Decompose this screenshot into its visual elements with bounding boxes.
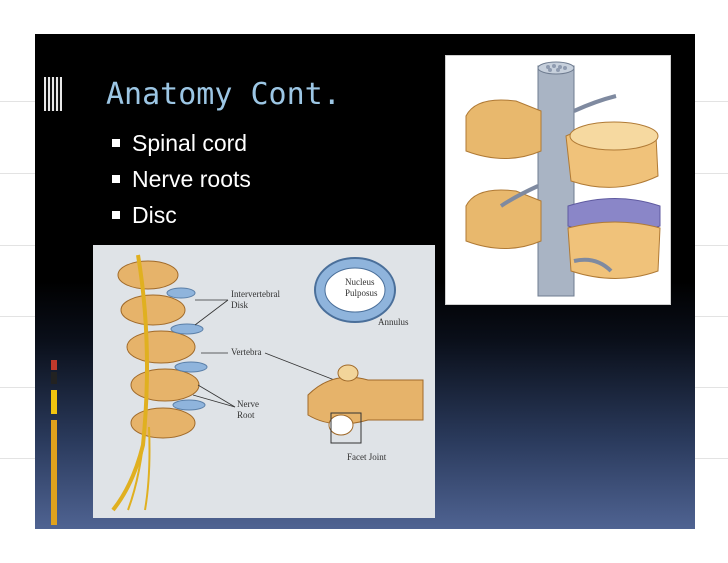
facet-joint-label: Facet Joint xyxy=(347,452,387,462)
bullet-square-icon xyxy=(112,174,120,183)
bullet-square-icon xyxy=(112,210,120,219)
bullet-item: Disc xyxy=(112,197,251,233)
nucleus-label: Nucleus xyxy=(345,277,375,287)
nerve-label: Nerve xyxy=(237,399,259,409)
accent-bar-orange xyxy=(51,420,57,525)
annulus-label: Annulus xyxy=(378,317,409,327)
accent-bar-yellow xyxy=(51,390,57,414)
slide-title: Anatomy Cont. xyxy=(106,77,341,112)
root-label: Root xyxy=(237,410,255,420)
bullet-list: Spinal cord Nerve roots Disc xyxy=(112,125,251,233)
spine-segment-illustration xyxy=(445,55,671,305)
accent-bar-red xyxy=(51,360,57,370)
bullet-text: Spinal cord xyxy=(132,130,248,156)
bullet-text: Disc xyxy=(132,202,177,228)
vertebra-label: Vertebra xyxy=(231,347,261,357)
bullet-square-icon xyxy=(112,138,120,147)
bullet-item: Spinal cord xyxy=(112,125,251,161)
intervertebral-label: Intervertebral xyxy=(231,289,280,299)
bullet-item: Nerve roots xyxy=(112,161,251,197)
bullet-text: Nerve roots xyxy=(132,166,251,192)
accent-bar-dark xyxy=(51,372,57,384)
slide-decoration-stripes xyxy=(44,77,62,111)
disk-label: Disk xyxy=(231,300,249,310)
spine-labeled-diagram: Nucleus Pulposus Annulus Intervertebral … xyxy=(93,245,435,518)
pulposus-label: Pulposus xyxy=(345,288,378,298)
